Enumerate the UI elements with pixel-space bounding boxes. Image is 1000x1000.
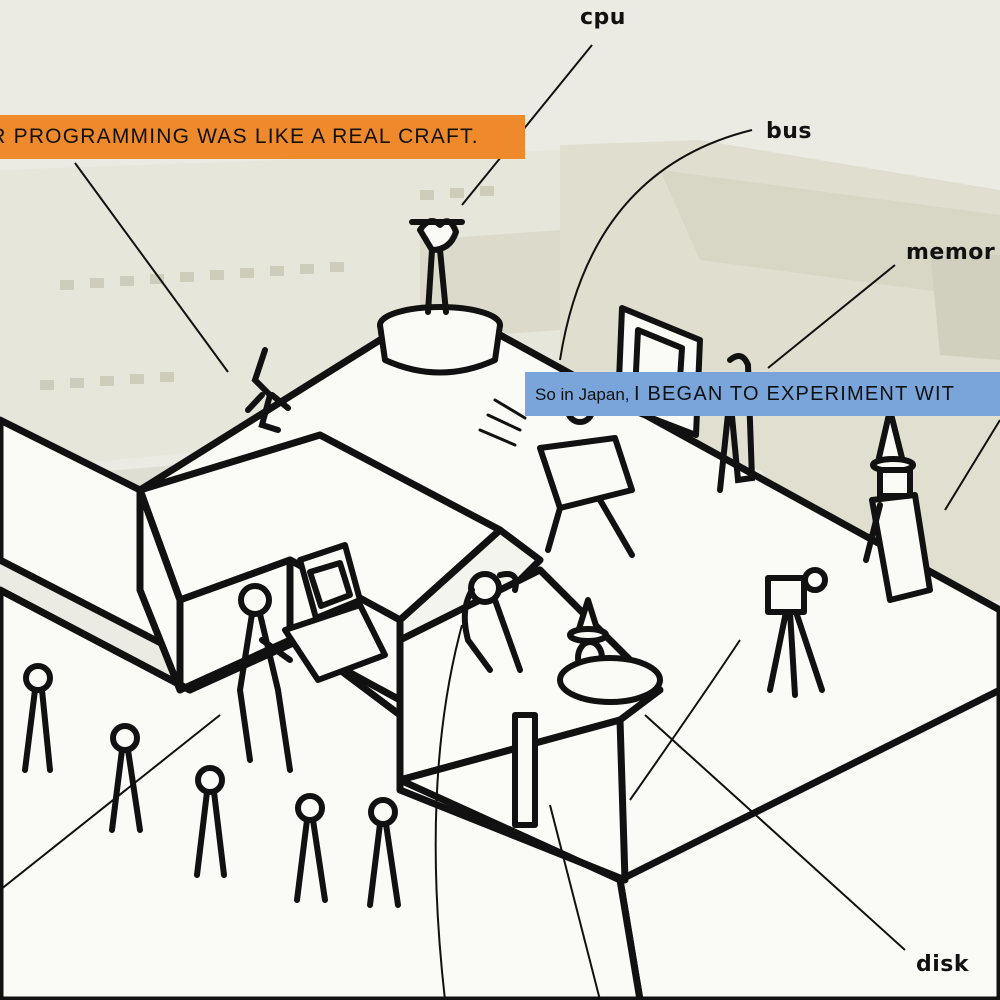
orange-caption-leader-line [74, 162, 229, 373]
memory-leader-line [767, 264, 896, 369]
waiting-crowd [22, 663, 401, 908]
building-walls [0, 431, 1000, 884]
wizard-figure [863, 407, 933, 603]
bottom-leader-line-1 [434, 624, 463, 1000]
bus-label: bus [766, 119, 813, 144]
cpu-statue-figure [377, 218, 503, 376]
disk-leader-line-2 [629, 639, 741, 801]
label-leader-lines [0, 44, 1000, 1000]
leaning-figure [461, 571, 523, 673]
cpu-leader-line [461, 44, 593, 206]
bus-running-figure [478, 395, 635, 558]
blue-caption-banner: So in Japan, I BEGAN TO EXPERIMENT WIT [525, 372, 1000, 416]
orange-caption-banner: ER PROGRAMMING WAS LIKE A REAL CRAFT. [0, 115, 525, 159]
disk-label: disk [916, 952, 970, 977]
bottom-leader-line-2 [549, 804, 601, 1000]
memory-leader-line-2 [944, 419, 1000, 511]
orange-caption-text: ER PROGRAMMING WAS LIKE A REAL CRAFT. [0, 125, 479, 148]
crowd-leader-line [0, 714, 221, 891]
blue-caption-lead: So in Japan, [535, 385, 630, 404]
disk-leader-line [644, 714, 906, 951]
cpu-label: cpu [580, 5, 626, 30]
memory-standing-figure [717, 353, 756, 493]
blue-caption-text: I BEGAN TO EXPERIMENT WIT [633, 383, 956, 405]
background-keyboard-keys [40, 186, 494, 390]
memory-label: memor [906, 240, 996, 265]
hat-figure-at-counter [512, 597, 663, 828]
desk-worker-figure [237, 542, 388, 773]
bus-leader-line [559, 129, 753, 361]
roof-figure [245, 347, 291, 433]
camera-tripod [765, 567, 828, 698]
